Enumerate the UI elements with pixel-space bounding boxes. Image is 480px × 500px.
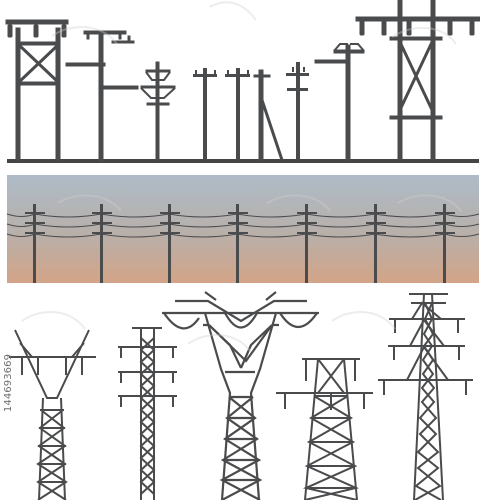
sky-pole-4 [236, 204, 239, 283]
small-branch-pole [140, 61, 176, 161]
tall-crossarm-pole [65, 30, 139, 162]
simple-tee-pole-2 [225, 68, 250, 160]
right-tee-pole [314, 43, 365, 161]
y-lattice-tower [9, 329, 96, 500]
sky-pole-6 [374, 204, 377, 283]
slim-lattice-tower [118, 327, 177, 500]
sky-pole-5 [305, 204, 308, 283]
tall-tiered-lattice-tower [378, 293, 473, 500]
sky-pole-3 [168, 204, 171, 283]
right-h-frame-pole [355, 0, 480, 161]
top-pole-silhouettes [5, 0, 480, 163]
short-double-arm-pole [286, 62, 309, 160]
sky-background [7, 175, 479, 283]
middle-poles [25, 204, 455, 283]
sky-pole-1 [33, 204, 36, 283]
bottom-lattice-towers [9, 291, 473, 500]
left-h-frame-pole [5, 19, 69, 161]
top-ground-line [7, 159, 479, 163]
sky-pole-2 [100, 204, 103, 283]
middle-sky-power-line [6, 175, 480, 283]
simple-tee-pole-1 [193, 68, 217, 160]
leaning-support-pole [253, 69, 284, 161]
watermark-overlay [21, 1, 462, 353]
large-m-lattice-tower [162, 291, 319, 500]
sky-pole-7 [443, 204, 446, 283]
stock-id-label: 144693669 [3, 353, 14, 413]
wide-arm-lattice-tower [276, 358, 373, 500]
